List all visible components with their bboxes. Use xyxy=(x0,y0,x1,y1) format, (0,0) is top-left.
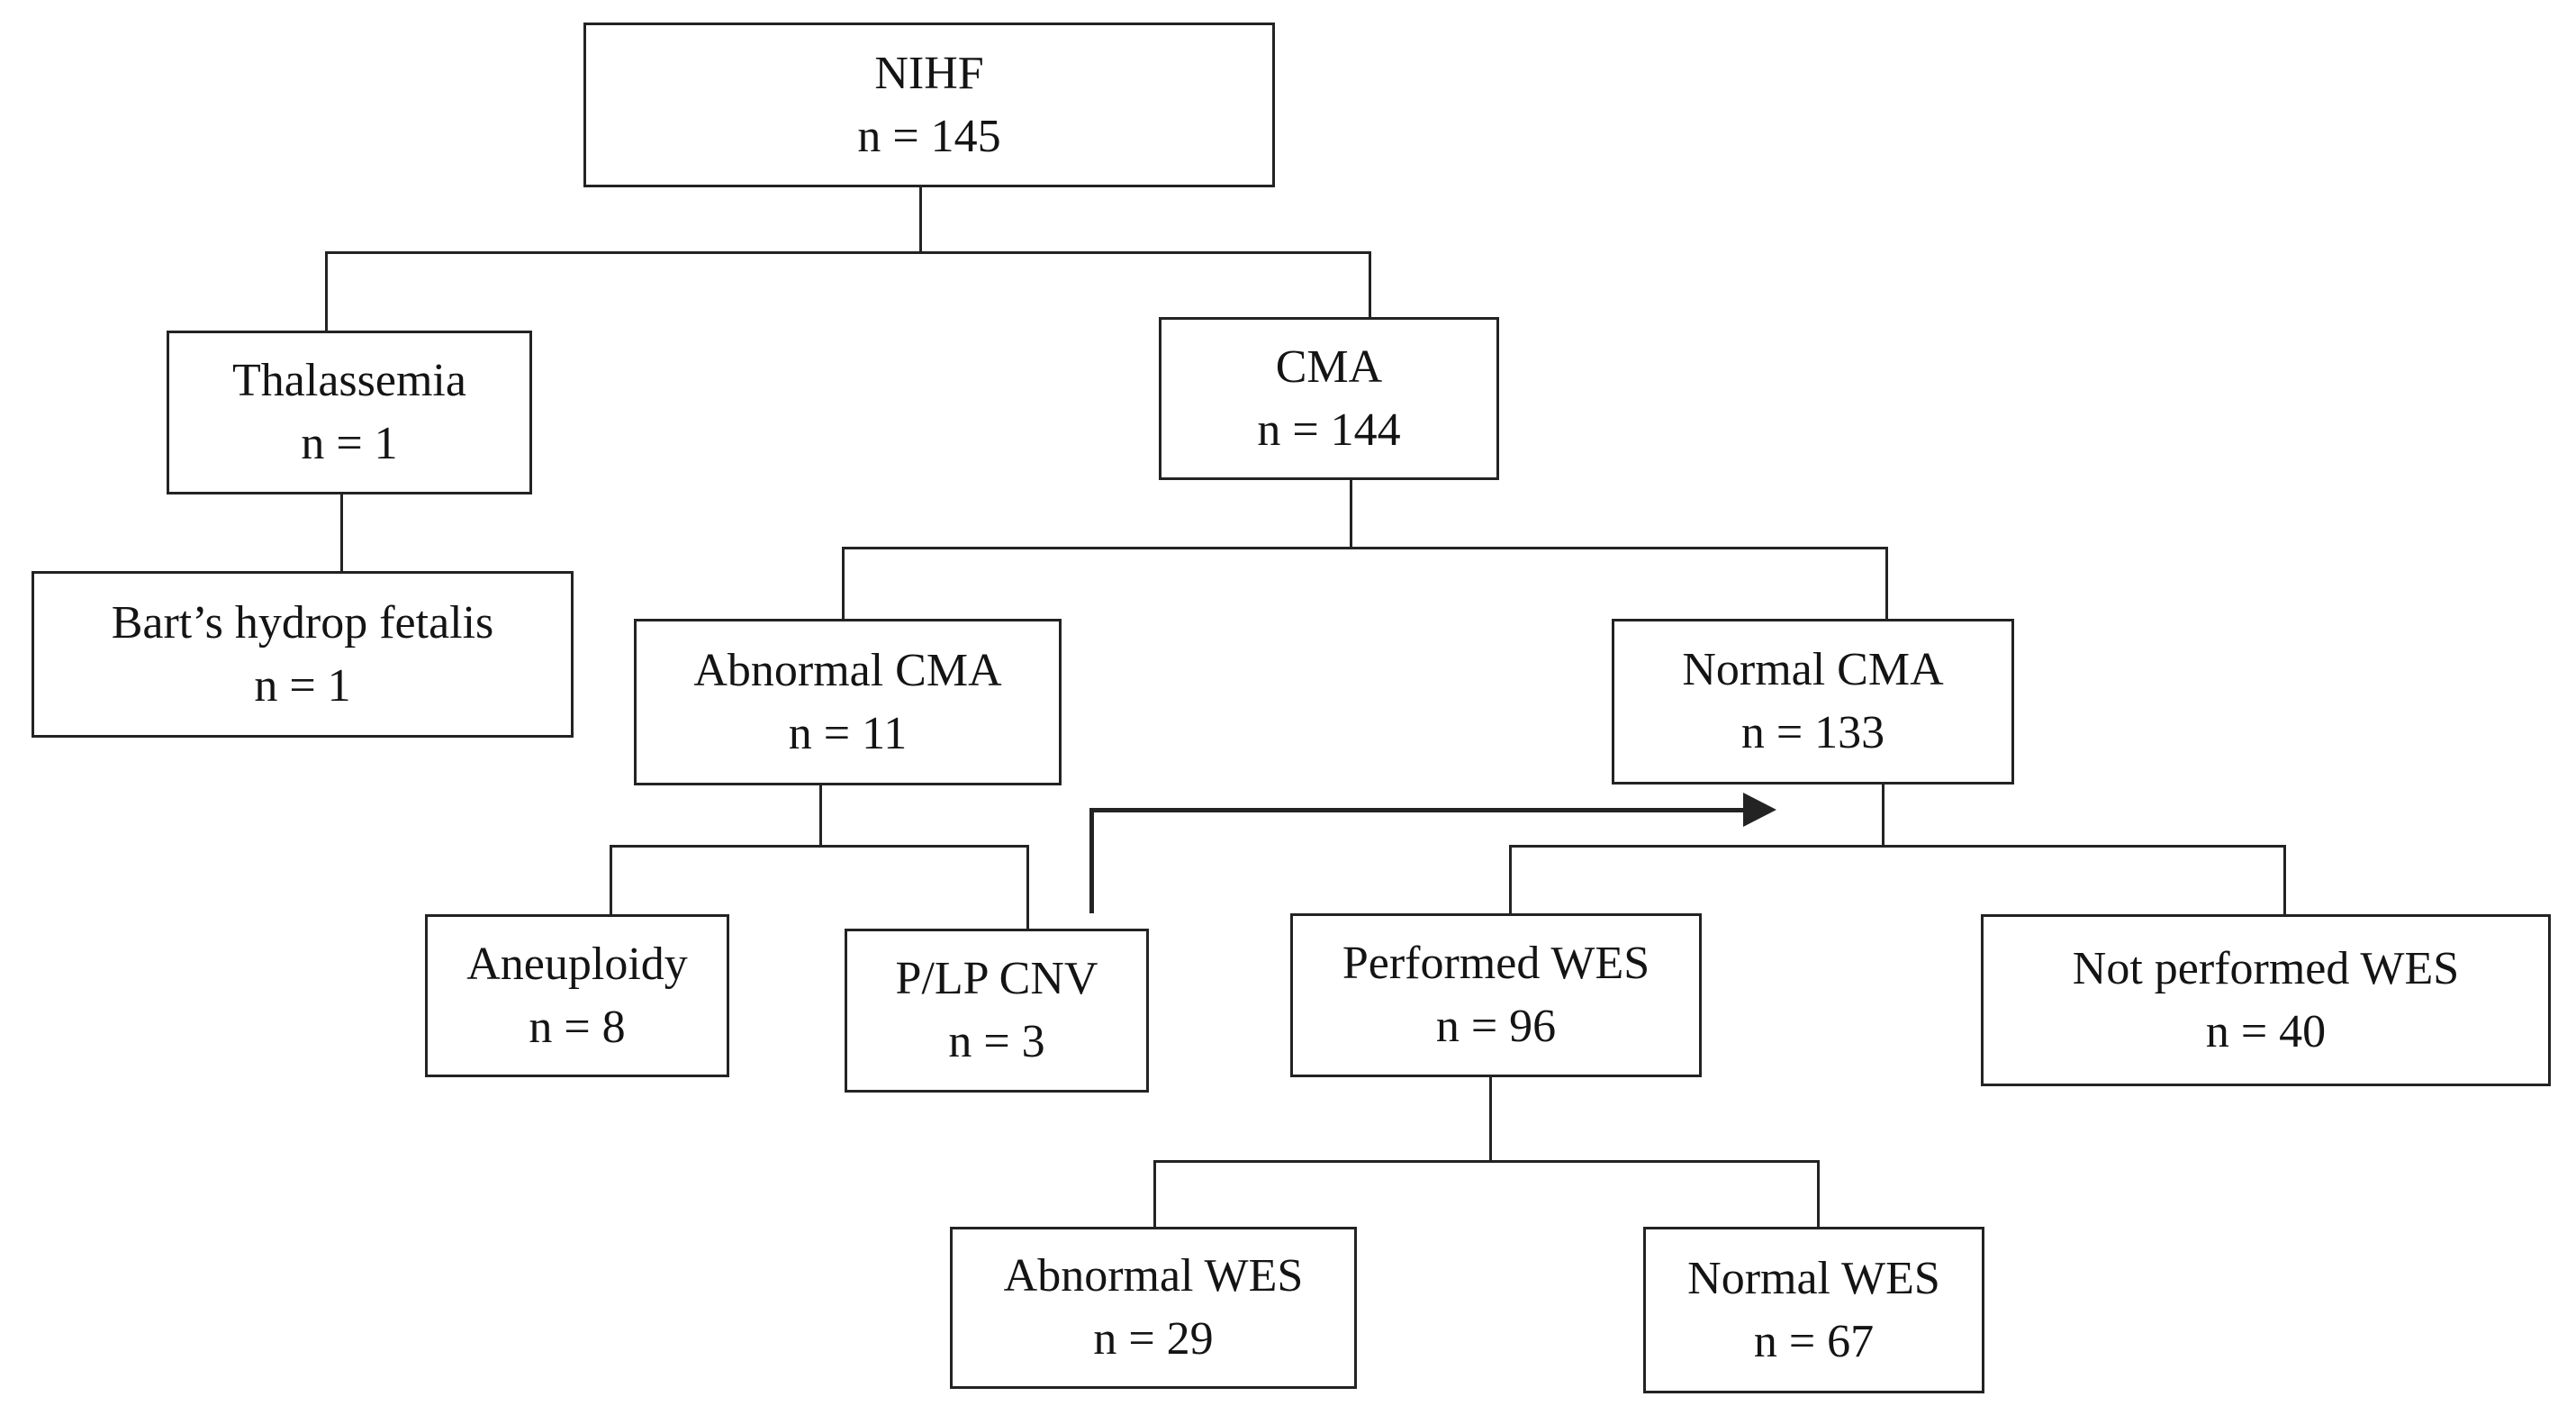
node-plp-cnv: P/LP CNV n = 3 xyxy=(845,929,1149,1093)
node-normal-cma: Normal CMA n = 133 xyxy=(1612,619,2014,785)
node-abnormal-cma-label: Abnormal CMA xyxy=(693,644,1002,696)
connector-aneuploidy-drop xyxy=(610,845,612,917)
node-cma: CMA n = 144 xyxy=(1159,317,1499,480)
node-cma-count: n = 144 xyxy=(1257,404,1401,456)
node-normal-cma-count: n = 133 xyxy=(1740,707,1885,758)
node-barts-count: n = 1 xyxy=(254,659,351,712)
connector-performed-wes-children xyxy=(1153,1160,1820,1163)
connector-abnormal-wes-drop xyxy=(1153,1160,1156,1229)
connector-normal-cma-drop xyxy=(1885,547,1888,621)
node-normal-wes-label: Normal WES xyxy=(1687,1252,1940,1304)
connector-nihf-stem xyxy=(919,186,922,254)
node-aneuploidy-label: Aneuploidy xyxy=(466,938,688,990)
node-barts-hydrop-fetalis: Bart’s hydrop fetalis n = 1 xyxy=(32,571,574,738)
node-normal-cma-label: Normal CMA xyxy=(1682,644,1944,695)
node-thalassemia-label: Thalassemia xyxy=(232,355,466,406)
node-nihf-count: n = 145 xyxy=(857,110,1001,162)
node-abnormal-wes: Abnormal WES n = 29 xyxy=(950,1227,1357,1389)
node-plp-cnv-label: P/LP CNV xyxy=(895,953,1098,1004)
connector-cma-children xyxy=(842,547,1888,549)
arrow-head xyxy=(1743,793,1776,827)
connector-cma-stem xyxy=(1350,478,1352,549)
node-abnormal-wes-label: Abnormal WES xyxy=(1003,1250,1304,1302)
node-abnormal-cma: Abnormal CMA n = 11 xyxy=(634,619,1062,785)
connector-performed-wes-drop xyxy=(1509,845,1512,916)
node-thalassemia: Thalassemia n = 1 xyxy=(167,331,532,494)
node-not-performed-wes-label: Not performed WES xyxy=(2072,942,2460,994)
node-performed-wes-count: n = 96 xyxy=(1435,1001,1557,1052)
connector-normal-cma-stem xyxy=(1882,782,1885,848)
connector-performed-wes-stem xyxy=(1489,1075,1492,1163)
arrow-plp-to-wes-vertical xyxy=(1089,808,1094,913)
node-aneuploidy-count: n = 8 xyxy=(529,1001,626,1053)
connector-plp-cnv-drop xyxy=(1026,845,1029,931)
node-plp-cnv-count: n = 3 xyxy=(948,1016,1045,1067)
node-not-performed-wes: Not performed WES n = 40 xyxy=(1981,914,2551,1086)
node-not-performed-wes-count: n = 40 xyxy=(2205,1005,2327,1057)
connector-abnormal-cma-drop xyxy=(842,547,845,621)
node-abnormal-cma-count: n = 11 xyxy=(788,707,908,759)
connector-cma-drop xyxy=(1369,251,1371,320)
node-normal-wes: Normal WES n = 67 xyxy=(1643,1227,1984,1393)
node-barts-label: Bart’s hydrop fetalis xyxy=(111,596,494,649)
node-nihf-label: NIHF xyxy=(874,47,984,99)
connector-abnormal-cma-children xyxy=(610,845,1029,848)
arrow-plp-to-wes-shaft xyxy=(1089,808,1745,812)
node-aneuploidy: Aneuploidy n = 8 xyxy=(425,914,729,1077)
connector-abnormal-cma-stem xyxy=(819,783,822,848)
connector-normal-wes-drop xyxy=(1817,1160,1820,1229)
connector-normal-cma-children xyxy=(1509,845,2286,848)
connector-thalassemia-barts xyxy=(340,492,343,574)
node-thalassemia-count: n = 1 xyxy=(301,418,398,469)
node-cma-label: CMA xyxy=(1275,340,1383,393)
node-performed-wes: Performed WES n = 96 xyxy=(1290,913,1702,1077)
node-nihf: NIHF n = 145 xyxy=(583,23,1275,187)
connector-not-performed-wes-drop xyxy=(2283,845,2286,917)
node-performed-wes-label: Performed WES xyxy=(1342,938,1650,989)
node-normal-wes-count: n = 67 xyxy=(1753,1315,1875,1367)
connector-thalassemia-drop xyxy=(325,251,328,333)
node-abnormal-wes-count: n = 29 xyxy=(1093,1313,1214,1365)
connector-nihf-children xyxy=(325,251,1371,254)
